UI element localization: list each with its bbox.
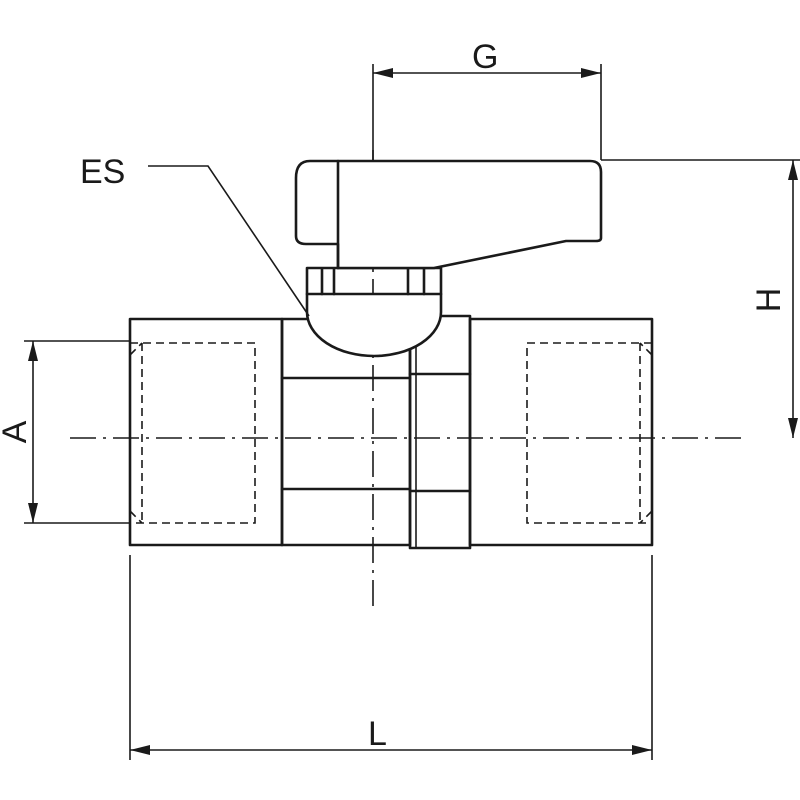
stem-dome [305, 292, 443, 358]
l-arrow-left [130, 745, 150, 755]
left-end-fitting [128, 317, 284, 547]
right-end-fitting [468, 317, 654, 547]
es-leader-line [148, 165, 310, 317]
hex-nut [408, 314, 472, 550]
a-arrow-bottom [28, 503, 38, 523]
es-label: ES [80, 153, 125, 191]
h-label: H [750, 288, 788, 313]
g-arrow-right [581, 68, 601, 78]
l-arrow-right [632, 745, 652, 755]
h-arrow-bottom [788, 418, 798, 438]
a-label: A [0, 420, 34, 443]
l-label: L [368, 715, 387, 753]
g-arrow-left [373, 68, 393, 78]
left-thread-hidden [129, 342, 256, 524]
h-arrow-top [788, 160, 798, 180]
handle-lever [294, 159, 603, 270]
g-label: G [472, 38, 498, 76]
stem-neck [305, 266, 443, 296]
a-arrow-top [28, 341, 38, 361]
right-thread-hidden [526, 342, 653, 524]
